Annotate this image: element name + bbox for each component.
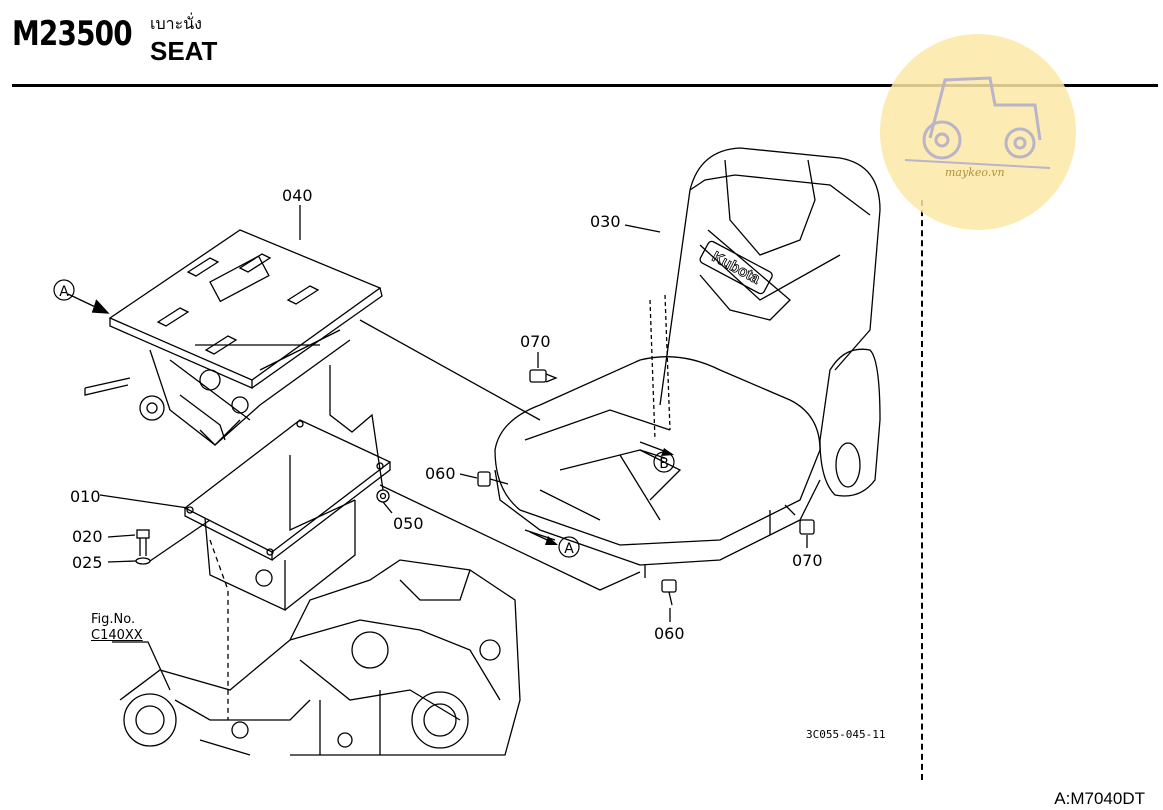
bolt-070-right <box>784 504 815 535</box>
part-label-030: 030 <box>590 212 621 231</box>
refA2-text: A <box>564 541 574 557</box>
figref-number: C140XX <box>91 628 143 643</box>
part-label-025: 025 <box>72 553 103 572</box>
washer-025 <box>135 557 151 565</box>
refB-text: B <box>659 456 669 472</box>
page-divider-dashed <box>921 200 923 780</box>
header-rule <box>12 84 1158 87</box>
seat-suspension-040 <box>84 229 383 446</box>
watermark-logo <box>880 34 1076 230</box>
ref-circle-B: B <box>639 441 675 473</box>
bolt-060-left <box>477 471 509 487</box>
nut-050 <box>376 489 390 503</box>
figure-reference: Fig.No. C140XX <box>91 612 143 644</box>
seat-030 <box>494 147 881 566</box>
title-thai: เบาะนั่ง <box>150 14 202 33</box>
part-label-020: 020 <box>72 527 103 546</box>
part-label-050: 050 <box>393 514 424 533</box>
watermark-text: maykeo.vn <box>945 166 1005 179</box>
transmission-housing <box>119 559 521 756</box>
bolt-070-left <box>529 369 558 383</box>
model-code: A:M7040DT <box>1054 789 1145 808</box>
part-label-070-right: 070 <box>792 551 823 570</box>
part-label-010: 010 <box>70 487 101 506</box>
page-code: M23500 <box>12 14 133 54</box>
bolt-060-bottom <box>661 579 677 606</box>
figref-label: Fig.No. <box>91 612 136 627</box>
part-label-060-bottom: 060 <box>654 624 685 643</box>
leader-030 <box>624 224 661 233</box>
leader-010 <box>99 494 189 509</box>
seat-bracket-010 <box>183 419 392 612</box>
bolt-020 <box>136 529 150 556</box>
refA1-text: A <box>59 284 69 300</box>
drawing-number: 3C055-045-11 <box>806 728 886 741</box>
part-label-040: 040 <box>282 186 313 205</box>
part-label-060-left: 060 <box>425 464 456 483</box>
title-english: SEAT <box>150 36 218 66</box>
leader-figref <box>112 641 171 691</box>
ref-circle-A-bottom: A <box>529 531 580 558</box>
part-label-070-top: 070 <box>520 332 551 351</box>
ref-circle-A-top: A <box>53 279 75 301</box>
